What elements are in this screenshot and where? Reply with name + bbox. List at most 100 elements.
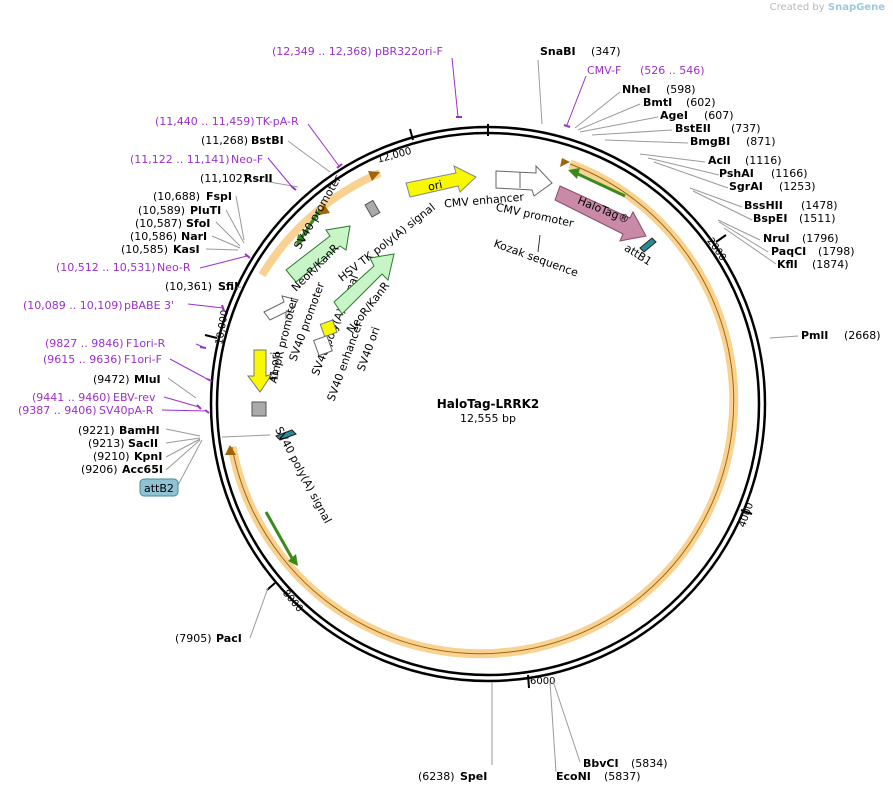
enzyme-mlui-pos: (9472) [93,373,130,386]
enzyme-bmti-pos: (602) [686,96,716,109]
primer-mark-cmv-f [563,124,571,128]
enzyme-bsteii: BstEII [675,122,711,135]
connector-paqci [718,221,769,253]
enzyme-bbvci: BbvCI [583,757,619,770]
primer-mark-sv40pa-r [204,409,210,414]
enzyme-pluti: PluTI [190,204,221,217]
primer-pbabe-name: pBABE 3' [124,299,174,312]
orange-arrow-head [319,204,330,215]
connector-tk-pa-r [307,123,340,167]
enzyme-acli-pos: (1116) [745,154,782,167]
green-arrow-lower-left [264,511,295,561]
connector-neo-f [267,157,294,189]
primer-f1ori-r-range: (9827 .. 9846) [45,337,124,350]
tick-label-6000: 6000 [530,676,555,687]
tick-mark-4000 [740,509,753,515]
plasmid-name: HaloTag-LRRK2 [437,397,540,411]
enzyme-nhei-pos: (598) [666,83,696,96]
connector-snabi [537,59,543,125]
enzyme-bstbi-pos: (11,268) [201,134,248,147]
enzyme-bmgbi: BmgBI [690,135,730,148]
attb1-marker [639,237,657,253]
enzyme-sfii: SfiI [218,280,238,293]
green-arrow-head [568,168,580,179]
primer-ebv-rev-range: (9441 .. 9460) [32,391,111,404]
enzyme-kfli-pos: (1874) [812,258,849,271]
connector-pshai [647,157,720,176]
tick-mark-8000 [266,582,276,591]
connector-bbvci [552,680,581,763]
upper-orange-band [258,169,382,278]
enzyme-sgrai: SgrAI [729,180,763,193]
orange-arrow-head [560,158,570,167]
neokanr-outer-arrow [285,225,351,283]
sv40-promoter-outer-arrow [263,295,299,321]
connector-bmgbi [604,139,689,144]
enzyme-acc65i-pos: (9206) [81,463,118,476]
primer-f1ori-r-name: F1ori-R [126,337,166,350]
enzyme-paqci-pos: (1798) [818,245,855,258]
enzyme-pshai-pos: (1166) [771,167,808,180]
enzyme-sgrai-pos: (1253) [779,180,816,193]
connector-sgrai [653,161,729,189]
enzyme-fspi-pos: (10,688) [153,190,200,203]
kozak-pointer [537,234,541,253]
f1-ori-label: f1 ori [268,352,282,381]
cmv-promoter-label: CMV promoter [495,201,576,230]
enzyme-kpni: KpnI [134,450,162,463]
connector-bsshii [689,187,743,208]
enzyme-sfii-pos: (10,361) [165,280,212,293]
enzyme-sfoi-pos: (10,587) [135,217,182,230]
connector-bamhi [165,428,201,437]
tick-mark-6000 [527,674,530,689]
enzyme-sacii-pos: (9213) [88,437,125,450]
primer-sv40pa-r-name: SV40pA-R [99,404,154,417]
enzyme-fspi: FspI [206,190,232,203]
enzyme-bamhi-pos: (9221) [78,424,115,437]
neokanr-inner-arrow [333,253,395,315]
enzyme-paqci: PaqCI [771,245,806,258]
connector-f1ori-f [169,358,210,381]
enzyme-rsrii-pos: (11,102) [200,172,247,185]
hsv-tk-box [364,199,381,218]
enzyme-nrui: NruI [763,232,790,245]
connector-attb2-inner [221,434,271,438]
connector-kasi [205,248,239,251]
tick-mark-12000 [409,128,414,141]
attb2-label: attB2 [144,482,174,495]
enzyme-bstbi: BstBI [251,134,284,147]
tick-mark-2000 [715,234,727,243]
connector-fspi [235,195,245,241]
enzyme-pshai: PshAI [719,167,754,180]
orange-arrow-head [368,171,380,181]
lrrk2-band-line [231,163,735,655]
connector-nhei [574,91,621,129]
enzyme-bmti: BmtI [643,96,672,109]
primer-mark-neo-r [244,253,251,259]
primer-pbabe-range: (10,089 .. 10,109) [23,299,123,312]
primer-cmv-f-range: (526 .. 546) [640,64,705,77]
connector-neo-r [199,255,248,269]
connector-f1ori-r [195,343,204,348]
connector-agei [579,116,659,133]
connector-sacii [165,437,201,444]
connector-pmli [769,335,799,339]
connector-ebv-rev [163,396,200,408]
enzyme-sfoi: SfoI [186,217,210,230]
green-arrow-head [296,234,306,246]
primer-f1ori-f-range: (9615 .. 9636) [43,353,122,366]
connector-pbabe [187,303,224,309]
enzyme-pmli: PmlI [801,329,828,342]
ori-label: ori [427,178,444,194]
connector-sfii [221,286,242,291]
connector-prui [717,219,761,241]
connector-econi [549,681,557,773]
connector-bspei [692,190,753,221]
green-arrow-head [288,554,298,566]
enzyme-bspei-pos: (1511) [799,212,836,225]
primer-neo-r-name: Neo-R [157,261,191,274]
enzyme-acli: AclI [708,154,731,167]
enzyme-paci-pos: (7905) [175,632,212,645]
connector-mlui [167,377,197,399]
